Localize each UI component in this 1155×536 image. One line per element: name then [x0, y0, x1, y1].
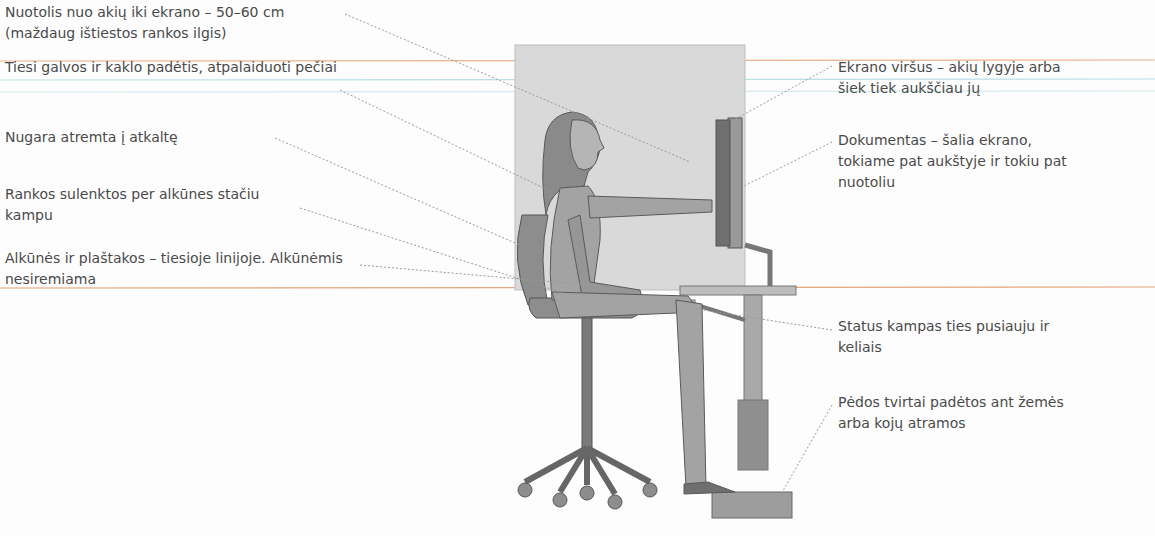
leader-line: [345, 14, 690, 162]
callout-label: Dokumentas – šalia ekrano, tokiame pat a…: [838, 130, 1090, 193]
monitor-screen: [716, 120, 730, 246]
chair-caster: [518, 483, 532, 497]
callout-label: Pėdos tvirtai padėtos ant žemės arba koj…: [838, 392, 1066, 434]
chair-post: [582, 318, 592, 448]
bent-arm: [568, 215, 642, 298]
callout-label: Status kampas ties pusiauju ir keliais: [838, 316, 1078, 358]
outstretched-arm: [588, 196, 712, 218]
callout-label: Nugara atremta į atkaltę: [5, 127, 305, 148]
chair-backrest: [517, 215, 548, 305]
chair-caster: [608, 495, 622, 509]
callout-label: Alkūnės ir plaštakos – tiesioje linijoje…: [5, 248, 350, 290]
seated-person: [543, 112, 735, 494]
face: [570, 120, 604, 170]
leader-line: [744, 142, 832, 186]
monitor: [716, 118, 770, 286]
monitor-arm: [745, 245, 770, 286]
lower-leg: [676, 300, 706, 488]
leader-line: [275, 138, 522, 246]
leader-line: [730, 66, 832, 122]
leader-line: [690, 308, 832, 330]
callout-label: Tiesi galvos ir kaklo padėtis, atpalaidu…: [5, 57, 365, 78]
callout-label: Ekrano viršus – akių lygyje arba šiek ti…: [838, 57, 1083, 99]
desk-column-lower: [738, 400, 768, 470]
leader-line: [360, 265, 600, 286]
callout-label: Rankos sulenktos per alkūnes stačiu kamp…: [5, 184, 300, 226]
backdrop-square: [515, 45, 745, 290]
desk-top: [680, 286, 796, 295]
leader-line: [780, 405, 832, 496]
leader-line: [340, 90, 552, 192]
chair-caster: [553, 493, 567, 507]
callout-label: Nuotolis nuo akių iki ekrano – 50–60 cm …: [5, 2, 350, 44]
chair-caster: [643, 483, 657, 497]
foot: [684, 482, 735, 494]
chair-caster: [580, 486, 594, 500]
leader-lines: [275, 14, 832, 496]
